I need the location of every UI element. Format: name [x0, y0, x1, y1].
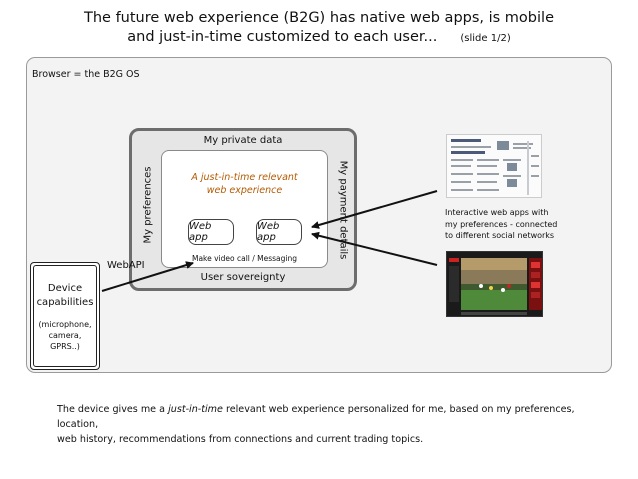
sports-to-webapp-arrow — [311, 231, 438, 266]
device-title: Device capabilities — [30, 282, 100, 310]
slide-title-line2-text: and just-in-time customized to each user… — [127, 29, 438, 45]
messaging-label: Make video call / Messaging — [191, 254, 298, 263]
interactive-note-line2: my preferences - connected — [445, 219, 558, 229]
web-app-1: Web app — [188, 219, 234, 245]
interactive-note-line1: Interactive web apps with — [445, 208, 549, 217]
slide-title-line1: The future web experience (B2G) has nati… — [84, 10, 554, 26]
os-label: Browser = the B2G OS — [32, 69, 140, 80]
news-to-webapp-arrow — [311, 190, 438, 229]
device-sub-line2: camera, — [48, 331, 82, 340]
experience-line2: web experience — [206, 185, 283, 196]
device-sub-line1: (microphone, — [38, 320, 92, 329]
device-box-inner — [33, 265, 97, 367]
interactive-note-line3: to different social networks — [445, 231, 555, 240]
footer-text: The device gives me a just-in-time relev… — [57, 402, 617, 447]
device-title-line1: Device — [47, 283, 83, 294]
footer-line1-italic: just-in-time — [168, 404, 223, 415]
experience-box — [161, 150, 328, 268]
private-data-title: My private data — [203, 135, 283, 146]
interactive-apps-note: Interactive web apps with my preferences… — [445, 207, 605, 242]
slide-number: (slide 1/2) — [460, 33, 511, 44]
footer-line1-before: The device gives me a — [57, 404, 169, 415]
device-to-webapi-arrow — [101, 261, 194, 292]
slide-title-line2: and just-in-time customized to each user… — [0, 28, 638, 48]
device-subtitle: (microphone, camera, GPRS..) — [30, 319, 100, 352]
sports-scene-image — [447, 252, 542, 316]
web-app-2: Web app — [256, 219, 302, 245]
experience-text: A just-in-time relevant web experience — [161, 171, 328, 197]
device-title-line2: capabilities — [36, 297, 94, 308]
experience-line1: A just-in-time relevant — [191, 172, 298, 183]
footer-line1: The device gives me a just-in-time relev… — [57, 402, 617, 432]
device-sub-line3: GPRS..) — [50, 342, 80, 351]
user-sovereignty-label: User sovereignty — [200, 272, 286, 283]
footer-line1-after: relevant web experience personalized for… — [57, 404, 575, 430]
news-site-thumbnail — [446, 134, 542, 198]
webapi-label: WebAPI — [107, 260, 145, 271]
sports-video-thumbnail — [446, 251, 543, 317]
footer-line2: web history, recommendations from connec… — [57, 434, 424, 445]
